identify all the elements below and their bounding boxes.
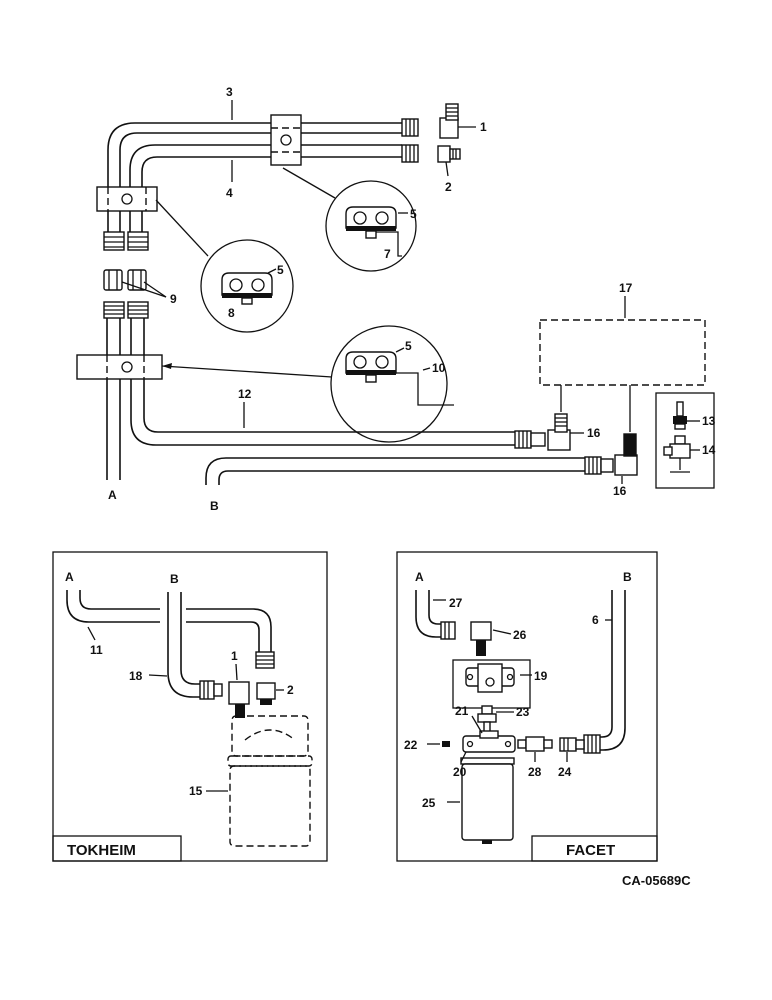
connector-fitting-2 — [437, 145, 461, 163]
tokheim-tube-11 — [66, 590, 160, 623]
fuel-tube-4 — [129, 144, 402, 232]
callout-13: 13 — [702, 414, 716, 428]
facet-end-b: B — [623, 570, 632, 584]
callout-14: 14 — [702, 443, 716, 457]
callout-4: 4 — [226, 186, 233, 200]
line-end-a: A — [108, 488, 117, 502]
leader-circle-lower — [161, 365, 333, 378]
facet-end-a: A — [415, 570, 424, 584]
fitting-13 — [673, 401, 687, 430]
facet-callout-25: 25 — [422, 796, 436, 810]
line-end-b: B — [210, 499, 219, 513]
callout-5-middle: 5 — [277, 263, 284, 277]
facet-tube-27 — [415, 590, 441, 638]
facet-tube-6 — [600, 590, 626, 751]
facet-callout-22: 22 — [404, 738, 418, 752]
tube-clip-vertical-upper — [96, 186, 158, 212]
tokheim-filter-15 — [227, 715, 313, 847]
tokheim-end-b: B — [170, 572, 179, 586]
detail-circle-middle-clip — [200, 239, 294, 333]
fuel-tube-3 — [107, 122, 402, 232]
tokheim-connector-2 — [256, 682, 276, 705]
leader-circle-middle — [155, 199, 209, 257]
callout-12: 12 — [238, 387, 252, 401]
tokheim-title: TOKHEIM — [67, 842, 136, 859]
facet-callout-26: 26 — [513, 628, 527, 642]
clip-detail-5-10 — [345, 351, 454, 406]
facet-elbow-26 — [470, 621, 492, 656]
facet-filter-bowl-25 — [460, 757, 515, 844]
facet-callout-19: 19 — [534, 669, 548, 683]
tokheim-panel: TOKHEIM A B — [52, 551, 328, 862]
inset-valve-box — [655, 392, 715, 489]
fuel-tube-3-inner-wall — [119, 132, 402, 232]
callout-8: 8 — [228, 306, 235, 320]
detail-circle-lower-clip — [330, 325, 448, 443]
facet-callout-20: 20 — [453, 765, 467, 779]
clip-detail-5-8 — [221, 272, 273, 305]
clip-bolt-hole — [280, 134, 292, 146]
tokheim-callout-2: 2 — [287, 683, 294, 697]
callout-7: 7 — [384, 247, 391, 261]
facet-fitting-23 — [477, 705, 497, 735]
facet-title-box — [531, 835, 658, 862]
tokheim-elbow-1 — [228, 681, 250, 718]
clip-detail-5-7 — [345, 206, 402, 257]
fuel-tank-outline-17 — [539, 319, 706, 386]
facet-callout-21: 21 — [455, 704, 469, 718]
callout-3: 3 — [226, 85, 233, 99]
tube-clip-lower — [76, 354, 163, 380]
tokheim-callout-18: 18 — [129, 669, 143, 683]
facet-callout-28: 28 — [528, 765, 542, 779]
elbow-fitting-1 — [439, 103, 459, 139]
facet-callout-27: 27 — [449, 596, 463, 610]
facet-callout-23: 23 — [516, 705, 530, 719]
line-b-tube — [205, 457, 585, 485]
tokheim-callout-11: 11 — [90, 643, 103, 657]
facet-bracket-19 — [465, 663, 515, 693]
callout-17: 17 — [619, 281, 633, 295]
figure-code: CA-05689C — [622, 873, 691, 888]
tube-clip-upper — [270, 114, 302, 166]
facet-filter-head-20 — [462, 730, 516, 753]
callout-16-lower: 16 — [613, 484, 627, 498]
facet-fitting-28 — [517, 736, 553, 752]
tokheim-end-a: A — [65, 570, 74, 584]
callout-16-upper: 16 — [587, 426, 601, 440]
facet-panel: FACET A B — [396, 551, 658, 862]
union-9a — [103, 269, 123, 291]
facet-callout-6: 6 — [592, 613, 599, 627]
tokheim-tube-18 — [167, 592, 200, 698]
callout-9: 9 — [170, 292, 177, 306]
facet-title: FACET — [566, 842, 615, 859]
detail-circle-upper-clip — [325, 180, 417, 272]
tokheim-callout-15: 15 — [189, 784, 203, 798]
callout-10: 10 — [432, 361, 446, 375]
tokheim-title-box — [52, 835, 182, 862]
fuel-tube-12 — [130, 318, 515, 446]
callout-1: 1 — [480, 120, 487, 134]
facet-plug-22 — [442, 741, 450, 747]
leader-circle-upper — [282, 167, 336, 199]
callout-5-lower: 5 — [405, 339, 412, 353]
upper-fuel-line-assembly: 1 2 3 4 5 5 5 7 8 9 10 12 13 14 16 16 17… — [76, 85, 716, 513]
fuel-tube-4-inner-wall — [141, 156, 402, 232]
elbow-fitting-16a — [547, 413, 571, 451]
tokheim-callout-1: 1 — [231, 649, 238, 663]
facet-frame — [396, 551, 658, 862]
elbow-fitting-16b — [614, 433, 638, 476]
callout-2: 2 — [445, 180, 452, 194]
shutoff-valve-14 — [663, 435, 691, 473]
facet-callout-24: 24 — [558, 765, 572, 779]
tokheim-frame — [52, 551, 328, 862]
callout-5-upper: 5 — [410, 207, 417, 221]
